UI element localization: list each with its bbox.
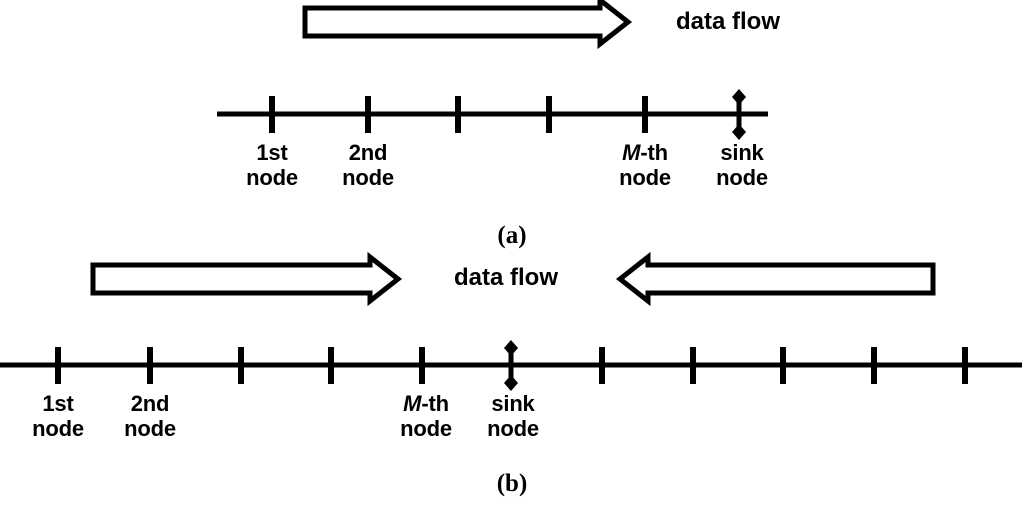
panel-b-node-label-2: 2nd node <box>110 391 190 441</box>
panel-b-data-flow-label: data flow <box>454 264 559 291</box>
panel-a-node-label-sink-line2: node <box>716 164 768 190</box>
panel-a-node-label-1: 1st node <box>232 140 312 190</box>
panel-b-node-label-2-line1: 2nd <box>130 391 170 416</box>
panel-b-node-label-1-line2: node <box>32 415 84 441</box>
panel-b-node-label-sink: sink node <box>473 391 553 441</box>
panel-a-node-label-sink: sink node <box>702 140 782 190</box>
panel-b-node-label-m-suffix: -th <box>421 391 449 416</box>
panel-a-ticks <box>269 96 648 133</box>
panel-b-ticks <box>55 347 968 384</box>
panel-b-sink-marker <box>504 340 518 391</box>
panel-a-data-flow-arrow-right <box>302 0 633 50</box>
panel-a-node-label-1-line2: node <box>246 164 298 190</box>
panel-a-node-label-m: M-th node <box>605 140 685 190</box>
panel-b-data-flow-arrow-left <box>615 251 936 307</box>
panel-b-caption: (b) <box>496 470 528 497</box>
panel-b-node-label-m: M-th node <box>386 391 466 441</box>
panel-a-node-label-1-line1: 1st <box>256 140 288 165</box>
panel-a-node-label-2-line1: 2nd <box>348 140 388 165</box>
panel-b-node-label-m-italic: M <box>403 391 422 416</box>
panel-a-node-label-m-line1: M-th <box>622 140 668 165</box>
panel-b-node-label-1-line1: 1st <box>42 391 74 416</box>
panel-b-node-label-sink-line1: sink <box>491 391 535 416</box>
panel-a-node-label-sink-line1: sink <box>720 140 764 165</box>
panel-a-node-label-m-line2: node <box>619 164 671 190</box>
panel-a-node-label-2-line2: node <box>342 164 394 190</box>
panel-b-node-label-2-line2: node <box>124 415 176 441</box>
panel-b-data-flow-arrow-right <box>90 251 403 307</box>
panel-a-caption: (a) <box>497 222 527 249</box>
panel-b-node-label-sink-line2: node <box>487 415 539 441</box>
panel-b-node-label-1: 1st node <box>18 391 98 441</box>
panel-a-data-flow-label: data flow <box>676 8 781 35</box>
panel-a-node-label-m-italic: M <box>622 140 641 165</box>
panel-a-sink-marker <box>732 89 746 140</box>
panel-b-node-label-m-line1: M-th <box>403 391 449 416</box>
panel-a-node-label-2: 2nd node <box>328 140 408 190</box>
panel-a-node-label-m-suffix: -th <box>640 140 668 165</box>
panel-b-node-label-m-line2: node <box>400 415 452 441</box>
